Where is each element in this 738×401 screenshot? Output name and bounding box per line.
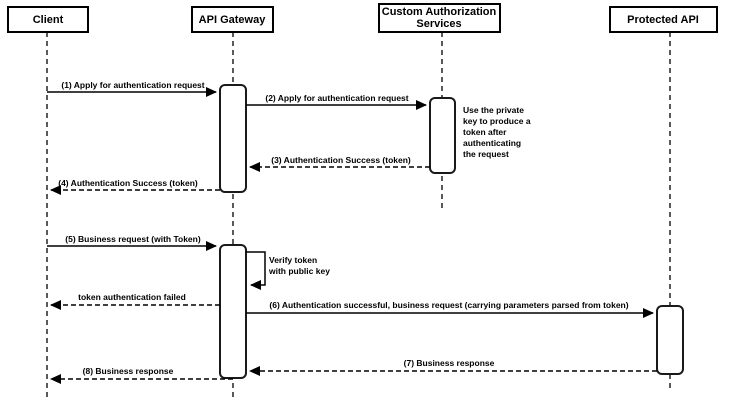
message-token-auth-failed-label: token authentication failed	[78, 292, 186, 302]
note-use-private-key-line2: key to produce a	[463, 116, 531, 126]
actor-custom-authorization-services-label-line2: Services	[416, 18, 461, 30]
actor-api-gateway-label: API Gateway	[199, 14, 267, 26]
message-5-label: (5) Business request (with Token)	[65, 234, 201, 244]
activation-protected-api	[656, 305, 684, 375]
activation-api-gateway-business	[219, 244, 247, 379]
note-use-private-key-line1: Use the private	[463, 105, 524, 115]
message-7-label: (7) Business response	[404, 358, 495, 368]
actor-api-gateway: API Gateway	[191, 6, 274, 33]
actor-client-box	[7, 6, 89, 33]
actor-custom-authorization-services: Custom Authorization Services	[378, 3, 501, 33]
actor-custom-authorization-services-label-line1: Custom Authorization	[382, 6, 497, 18]
note-use-private-key-line3: token after	[463, 127, 507, 137]
message-verify-token-label-line1: Verify token	[269, 255, 317, 265]
note-use-private-key-line5: the request	[463, 149, 509, 159]
actor-custom-authorization-services-box	[378, 3, 501, 33]
note-use-private-key: Use the private key to produce a token a…	[463, 105, 531, 159]
actor-client: Client	[7, 6, 89, 33]
message-1-label: (1) Apply for authentication request	[61, 80, 204, 90]
message-verify-token-label-line2: with public key	[268, 266, 330, 276]
message-8-label: (8) Business response	[83, 366, 174, 376]
note-use-private-key-line4: authenticating	[463, 138, 521, 148]
message-verify-token-self-arrow	[246, 251, 266, 290]
activation-api-gateway-auth	[219, 84, 247, 193]
actor-client-label: Client	[33, 14, 64, 26]
actor-protected-api-box	[609, 6, 718, 33]
message-6-label: (6) Authentication successful, business …	[269, 300, 628, 310]
message-2-label: (2) Apply for authentication request	[265, 93, 408, 103]
actor-protected-api: Protected API	[609, 6, 718, 33]
message-4-label: (4) Authentication Success (token)	[58, 178, 198, 188]
actor-api-gateway-box	[191, 6, 274, 33]
activation-custom-authorization-services	[429, 97, 456, 174]
message-3-label: (3) Authentication Success (token)	[271, 155, 411, 165]
actor-protected-api-label: Protected API	[627, 14, 699, 26]
